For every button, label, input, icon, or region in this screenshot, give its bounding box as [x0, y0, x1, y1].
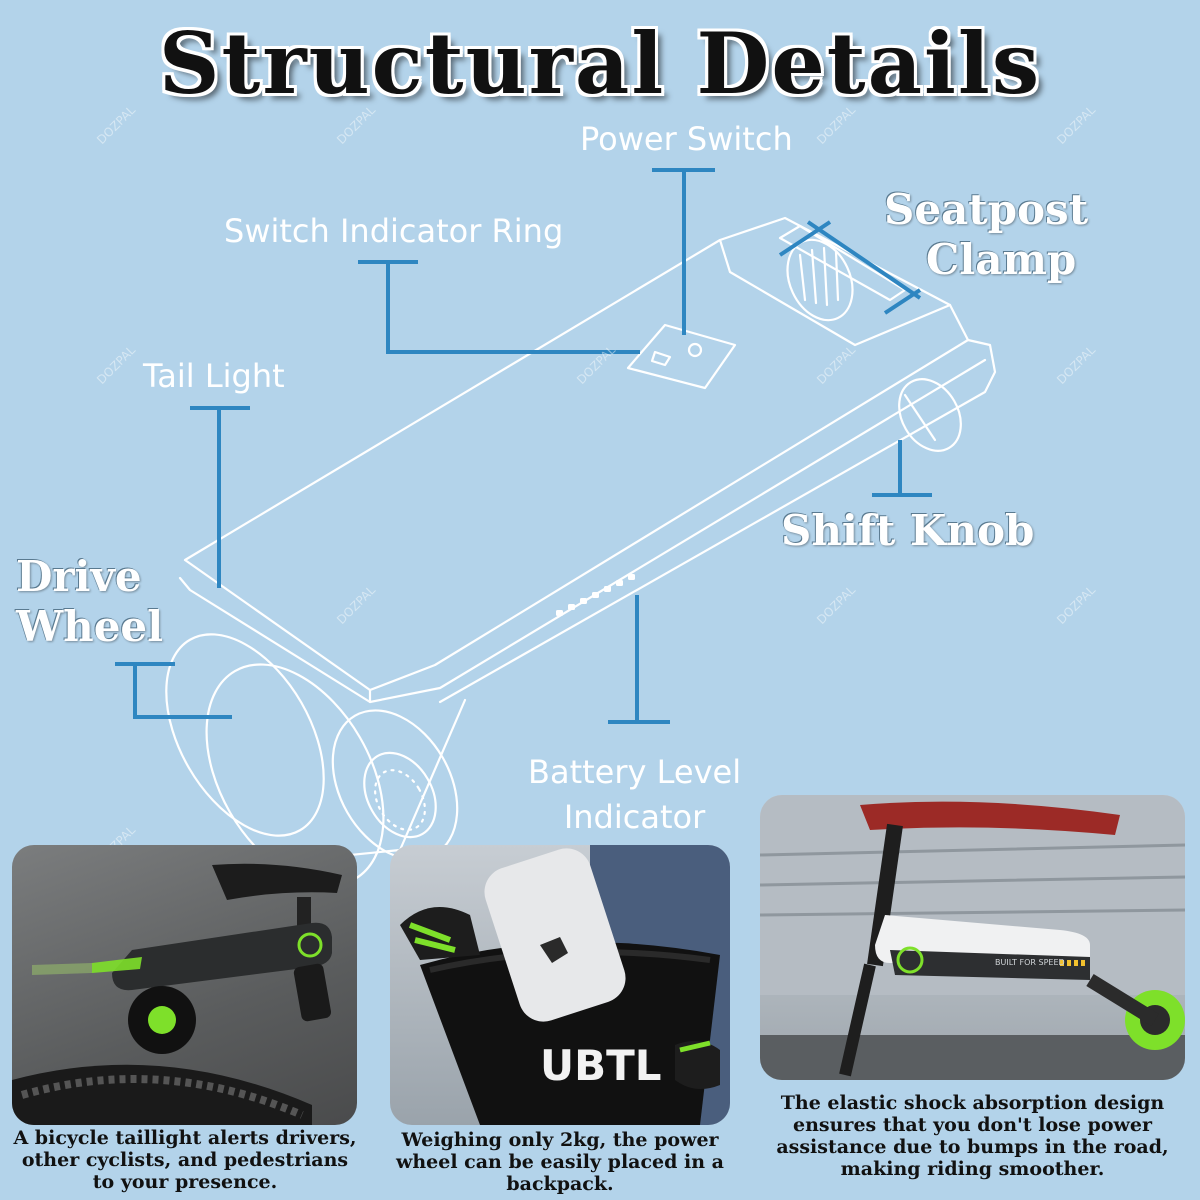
- photo-taillight: [12, 845, 357, 1125]
- battery-level-line1: Battery Level: [528, 753, 742, 791]
- backpack-illustration: UBTL: [400, 845, 730, 1125]
- bag-text: UBTL: [540, 1041, 662, 1090]
- bike-taillight-illustration: [12, 863, 342, 1125]
- photo-backpack: UBTL: [390, 845, 730, 1125]
- drive-wheel-line1: Drive: [16, 552, 142, 601]
- bike-mounted-illustration: BUILT FOR SPEED: [760, 795, 1185, 1080]
- seatpost-clamp-label: Seatpost Clamp: [884, 185, 1088, 286]
- photo-backpack-caption: Weighing only 2kg, the power wheel can b…: [396, 1129, 724, 1195]
- photo-shock-absorption: BUILT FOR SPEED: [760, 795, 1185, 1080]
- shift-knob-label: Shift Knob: [781, 506, 1035, 555]
- photo-taillight-caption: A bicycle taillight alerts drivers, othe…: [13, 1127, 357, 1193]
- seatpost-clamp-line1: Seatpost: [884, 185, 1089, 234]
- tail-light-label: Tail Light: [143, 357, 285, 395]
- drive-wheel-label: Drive Wheel: [16, 552, 163, 653]
- seatpost-clamp-line2: Clamp: [925, 235, 1077, 285]
- battery-level-line2: Indicator: [563, 797, 706, 836]
- device-text: BUILT FOR SPEED: [995, 958, 1065, 967]
- battery-level-label: Battery Level Indicator: [528, 750, 741, 840]
- page-title: Structural Details: [158, 14, 1042, 113]
- switch-indicator-ring-label: Switch Indicator Ring: [224, 212, 564, 250]
- power-switch-label: Power Switch: [580, 120, 793, 158]
- drive-wheel-line2: Wheel: [16, 602, 164, 652]
- photo-shock-caption: The elastic shock absorption design ensu…: [776, 1092, 1169, 1180]
